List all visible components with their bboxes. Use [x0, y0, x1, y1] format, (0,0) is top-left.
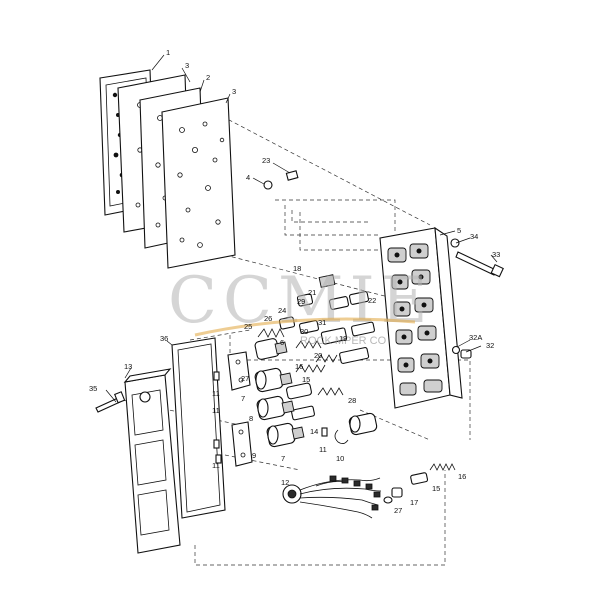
- callout-19: 19: [339, 334, 347, 343]
- watermark-tagline: ROCK MPER CO: [300, 335, 387, 347]
- alignment-lines: [121, 109, 471, 566]
- callout-15-mid: 15: [302, 375, 310, 384]
- callout-12: 12: [281, 478, 289, 487]
- callout-28: 28: [348, 396, 356, 405]
- clip-23: [285, 170, 299, 181]
- callout-18: 18: [293, 264, 301, 273]
- gasket-36: [171, 337, 226, 519]
- callout-21: 21: [308, 288, 316, 297]
- callout-25: 25: [244, 322, 252, 331]
- callout-11-c: 11: [212, 461, 220, 470]
- main-valve-body-5: [379, 226, 463, 409]
- callout-14: 14: [310, 427, 318, 436]
- solenoid-10: [334, 412, 378, 444]
- plug-4: [263, 180, 273, 190]
- callout-20: 20: [314, 351, 322, 360]
- callout-11-b: 11: [212, 406, 220, 415]
- callout-26: 26: [264, 314, 272, 323]
- plug-17: [391, 487, 403, 498]
- solenoid-7-lower: [266, 422, 305, 448]
- callout-11-d: 11: [319, 445, 327, 454]
- callout-36: 36: [160, 334, 168, 343]
- solenoid-7-mid: [256, 395, 295, 421]
- bracket-27: [227, 351, 251, 391]
- bolt-35: [95, 391, 126, 413]
- callout-10: 10: [336, 454, 344, 463]
- callout-32a: 32A: [469, 333, 482, 342]
- spool-set: [257, 274, 375, 421]
- washer-32a: [451, 345, 461, 355]
- callout-31: 31: [318, 318, 326, 327]
- cover-13: [123, 368, 181, 554]
- bracket-9: [231, 421, 253, 467]
- callout-3-rear: 3: [185, 61, 189, 70]
- callout-30: 30: [300, 327, 308, 336]
- solenoid-7-upper: [254, 367, 293, 393]
- watermark-logo: CCMIE: [168, 264, 433, 338]
- fitting-15-lower: [410, 472, 429, 485]
- callout-17: 17: [410, 498, 418, 507]
- leader-lines: [105, 54, 498, 403]
- callout-3-front: 3: [232, 87, 236, 96]
- callout-35: 35: [89, 384, 97, 393]
- watermark: CCMIE ROCK MPER CO: [168, 264, 433, 347]
- callout-33: 33: [492, 250, 500, 259]
- callout-29: 29: [297, 297, 305, 306]
- callout-5: 5: [457, 226, 461, 235]
- callout-23: 23: [262, 156, 270, 165]
- callout-27-bracket: 27: [241, 374, 249, 383]
- plug-32: [460, 349, 472, 359]
- callout-16-lower: 16: [458, 472, 466, 481]
- callout-8: 8: [249, 414, 253, 423]
- callout-7-mid: 7: [241, 394, 245, 403]
- callout-1: 1: [166, 48, 170, 57]
- callout-34: 34: [470, 232, 478, 241]
- callout-4: 4: [246, 173, 250, 182]
- callout-9: 9: [252, 451, 256, 460]
- callout-6: 6: [280, 338, 284, 347]
- watermark-swoosh: [194, 317, 416, 337]
- callout-labels: 1 2 3 3 4 5 6 7 7 8 9 10 11 11 11 11 12 …: [89, 48, 500, 515]
- callout-22: 22: [368, 296, 376, 305]
- callout-27-lower: 27: [394, 506, 402, 515]
- sensor-16-lower: [429, 463, 456, 471]
- solenoid-6: [254, 338, 288, 360]
- separator-plate-3-front: [161, 97, 236, 269]
- callout-7-lower: 7: [281, 454, 285, 463]
- bolt-33: [455, 251, 504, 278]
- callout-13: 13: [124, 362, 132, 371]
- callout-16-mid: 16: [295, 362, 303, 371]
- washer-34: [450, 238, 460, 248]
- callout-24: 24: [278, 306, 286, 315]
- wiring-harness-12: [282, 475, 382, 519]
- callout-11-a: 11: [212, 389, 220, 398]
- oring-27-lower: [383, 496, 393, 504]
- callout-15-lower: 15: [432, 484, 440, 493]
- callout-32: 32: [486, 341, 494, 350]
- callout-2: 2: [206, 73, 210, 82]
- bolt-11-set: [213, 371, 328, 464]
